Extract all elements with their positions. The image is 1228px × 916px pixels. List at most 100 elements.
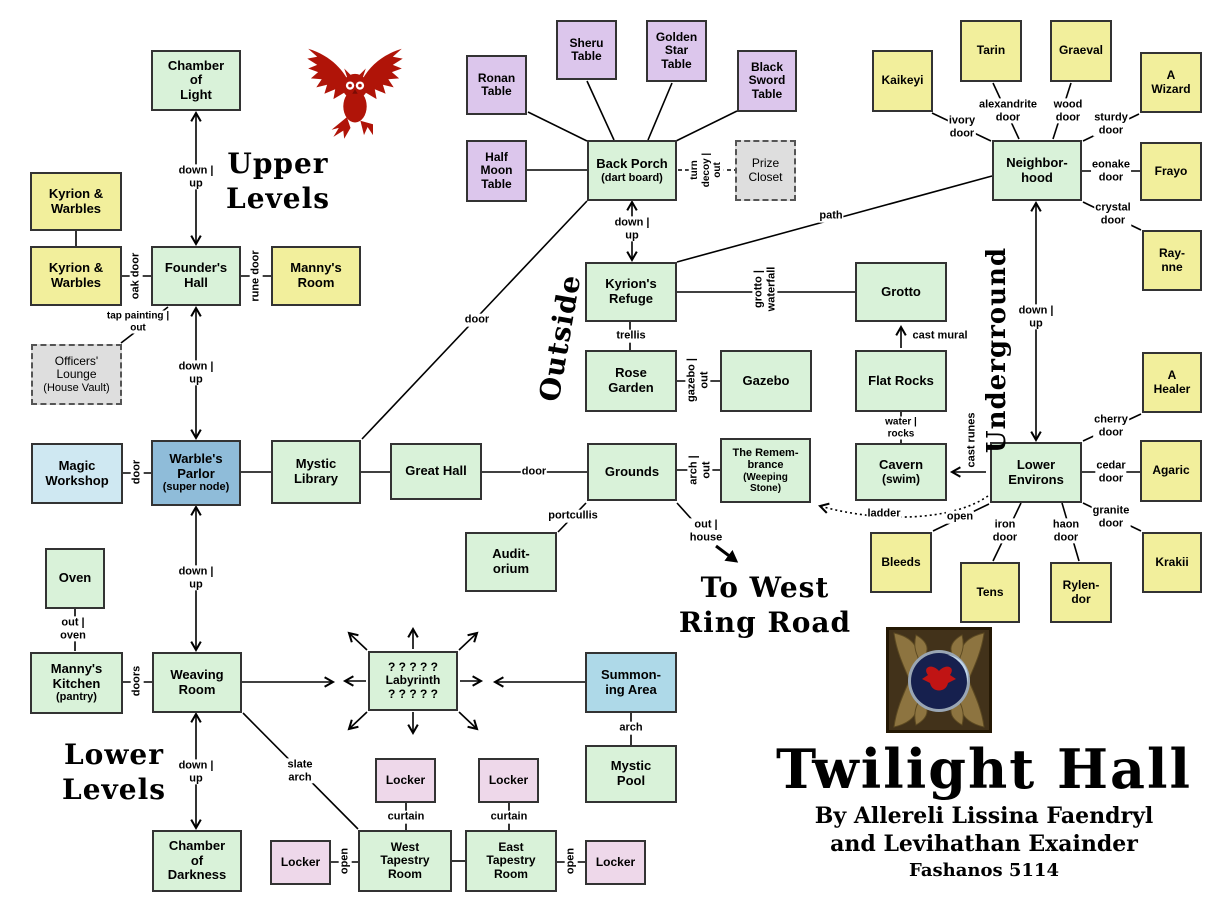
edge-label: open <box>564 846 578 876</box>
node-label: Rylen- dor <box>1062 578 1100 606</box>
node-cavern: Cavern(swim) <box>855 443 947 501</box>
node-label: The Remem- brance <box>732 447 799 472</box>
edge-label: open <box>945 510 975 524</box>
node-label: Grotto <box>881 283 921 299</box>
edge-label: rune door <box>249 249 263 303</box>
node-label: ? ? ? ? ? Labyrinth ? ? ? ? ? <box>385 659 441 701</box>
edge-label: curtain <box>386 810 426 824</box>
node-label: Rose Garden <box>608 365 654 395</box>
node-label: Black Sword Table <box>748 59 786 101</box>
node-east-tapestry-room: East Tapestry Room <box>465 830 557 892</box>
node-auditorium: Audit- orium <box>465 532 557 592</box>
node-sublabel: (House Vault) <box>43 381 110 394</box>
edge-label: wood door <box>1052 98 1084 124</box>
node-label: Half Moon Table <box>480 149 513 191</box>
edge-lab-nw <box>347 631 368 651</box>
region-label-upper-levels: Upper Levels <box>226 147 330 215</box>
edge-label: ivory door <box>947 114 977 140</box>
edge-label: granite door <box>1091 504 1131 530</box>
node-sublabel: (super node) <box>162 481 230 494</box>
node-back-porch: Back Porch(dart board) <box>587 140 677 201</box>
node-label: Great Hall <box>405 463 467 479</box>
node-label: Audit- orium <box>492 546 530 576</box>
edge-label: arch | out <box>687 454 713 486</box>
region-label-lower-levels: Lower Levels <box>62 738 166 806</box>
node-label: Oven <box>58 570 92 586</box>
node-sublabel: (pantry) <box>56 691 97 704</box>
node-label: Founder's Hall <box>164 260 228 290</box>
node-lower-environs: Lower Environs <box>990 442 1082 503</box>
edge-label: down | up <box>177 565 215 591</box>
node-label: Tens <box>976 584 1004 599</box>
node-great-hall: Great Hall <box>390 443 482 500</box>
node-label: Kyrion's Refuge <box>605 276 657 306</box>
node-label: Manny's Room <box>290 260 342 290</box>
node-officers-lounge: Officers' Lounge(House Vault) <box>31 344 122 405</box>
node-locker-nw: Locker <box>375 758 436 803</box>
map-byline-2: and Levihathan Exainder <box>830 830 1138 857</box>
node-label: Prize Closet <box>748 156 783 184</box>
node-frayo: Frayo <box>1140 142 1202 201</box>
node-mannys-kitchen: Manny's Kitchen(pantry) <box>30 652 123 714</box>
edge-label: turn decoy | out <box>688 151 724 189</box>
node-graeval: Graeval <box>1050 20 1112 82</box>
node-label: Manny's Kitchen <box>50 661 103 691</box>
node-label: Mystic Library <box>293 456 339 486</box>
node-rose-garden: Rose Garden <box>585 350 677 412</box>
node-west-tapestry-room: West Tapestry Room <box>358 830 452 892</box>
node-label: Frayo <box>1154 163 1188 178</box>
edge-label: doors <box>130 664 144 698</box>
title-block: Twilight Hall By Allereli Lissina Faendr… <box>742 737 1226 881</box>
node-label: A Healer <box>1153 368 1191 396</box>
node-label: Lower Environs <box>1008 456 1064 487</box>
node-label: Agaric <box>1152 463 1190 478</box>
house-crest-icon <box>886 627 992 733</box>
edge-label: iron door <box>991 518 1019 544</box>
map-byline-1: By Allereli Lissina Faendryl <box>814 803 1154 830</box>
node-label: Magic Workshop <box>45 457 109 488</box>
edge-label: down | up <box>177 759 215 785</box>
node-grotto: Grotto <box>855 262 947 322</box>
node-label: Gazebo <box>742 372 790 388</box>
node-bleeds: Bleeds <box>870 532 932 593</box>
node-magic-workshop: Magic Workshop <box>31 443 123 504</box>
node-label: Flat Rocks <box>868 372 934 388</box>
map-title: Twilight Hall <box>775 737 1193 801</box>
node-warbles-parlor: Warble's Parlor(super node) <box>151 440 241 506</box>
node-kyrions-refuge: Kyrion's Refuge <box>585 262 677 322</box>
node-label: Graeval <box>1058 43 1104 58</box>
node-label: East Tapestry Room <box>486 839 536 881</box>
node-labyrinth: ? ? ? ? ? Labyrinth ? ? ? ? ? <box>368 651 458 711</box>
node-label: Officers' Lounge <box>54 353 99 382</box>
edge-label: cast mural <box>911 329 969 343</box>
edge-label: eonake door <box>1091 158 1131 184</box>
node-label: Summon- ing Area <box>601 666 661 697</box>
edge-label: path <box>818 209 844 223</box>
node-agaric: Agaric <box>1140 440 1202 502</box>
edge-label: grotto | waterfall <box>752 265 778 313</box>
node-chamber-of-light: Chamber of Light <box>151 50 241 111</box>
edge-label: down | up <box>177 360 215 386</box>
node-label: Krakii <box>1155 554 1189 569</box>
node-label: Neighbor- hood <box>1006 154 1068 185</box>
region-label-underground: Underground <box>981 246 1012 454</box>
edge-label: out | house <box>688 518 724 544</box>
node-locker-east: Locker <box>585 840 646 885</box>
edge-label: ladder <box>866 507 902 521</box>
node-locker-west: Locker <box>270 840 331 885</box>
edge-label: gazebo | out <box>685 356 711 404</box>
node-label: West Tapestry Room <box>380 839 430 881</box>
node-label: Grounds <box>604 463 660 479</box>
node-label: Kyrion & Warbles <box>48 185 104 216</box>
node-label: Chamber of Darkness <box>167 838 227 883</box>
edge-label: crystal door <box>1094 201 1132 227</box>
edge-backporch-blacksword <box>675 110 738 142</box>
node-locker-ne: Locker <box>478 758 539 803</box>
node-neighborhood: Neighbor- hood <box>992 140 1082 201</box>
node-rylen-dor: Rylen- dor <box>1050 562 1112 623</box>
edge-backporch-ronan <box>527 111 588 142</box>
edge-label: curtain <box>489 810 529 824</box>
node-label: Weaving Room <box>170 666 224 697</box>
node-mystic-library: Mystic Library <box>271 440 361 504</box>
